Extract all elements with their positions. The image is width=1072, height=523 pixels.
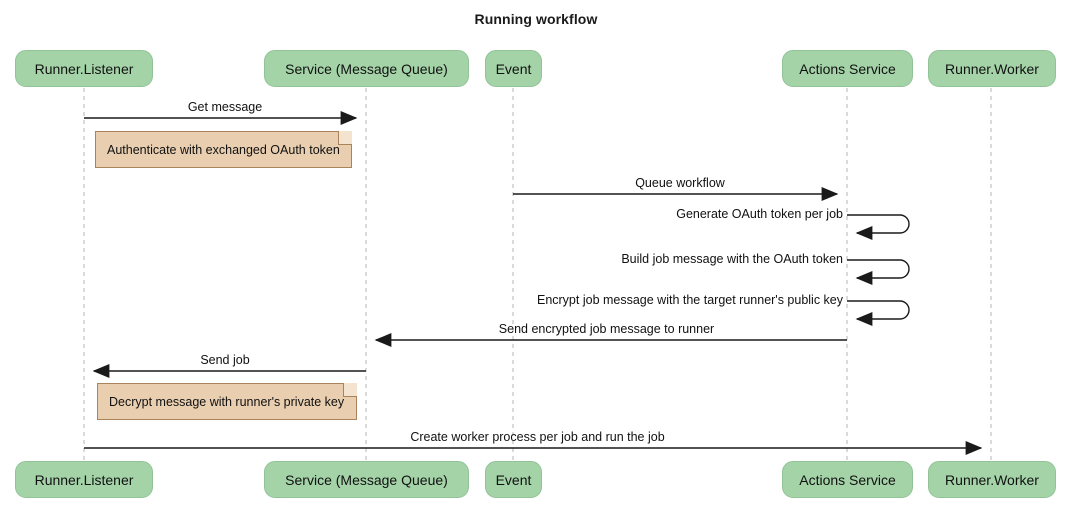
participant-actions-top[interactable]: Actions Service — [782, 50, 913, 87]
note-fold-corner-icon — [343, 383, 357, 397]
participant-label: Event — [495, 471, 532, 488]
participant-label: Actions Service — [799, 60, 896, 77]
self-message-arrow — [847, 300, 910, 326]
participant-label: Service (Message Queue) — [285, 60, 448, 77]
participant-queue-bottom[interactable]: Service (Message Queue) — [264, 461, 469, 498]
page-title: Running workflow — [474, 11, 598, 27]
participant-label: Runner.Worker — [945, 471, 1039, 488]
participant-label: Runner.Listener — [34, 471, 134, 488]
message-label: Encrypt job message with the target runn… — [536, 293, 843, 307]
participant-worker-top[interactable]: Runner.Worker — [928, 50, 1056, 87]
note[interactable]: Authenticate with exchanged OAuth token — [95, 131, 352, 168]
participant-label: Runner.Listener — [34, 60, 134, 77]
participant-actions-bottom[interactable]: Actions Service — [782, 461, 913, 498]
participant-event-bottom[interactable]: Event — [485, 461, 542, 498]
self-message-arrow — [847, 259, 910, 285]
participant-listener-top[interactable]: Runner.Listener — [15, 50, 153, 87]
note-text: Authenticate with exchanged OAuth token — [107, 142, 340, 157]
participant-listener-bottom[interactable]: Runner.Listener — [15, 461, 153, 498]
message-label: Generate OAuth token per job — [676, 207, 843, 221]
messages-group — [84, 111, 983, 455]
message-label: Send job — [200, 353, 250, 367]
message-label: Send encrypted job message to runner — [498, 322, 715, 336]
lifelines-group — [83, 88, 992, 461]
participant-label: Event — [495, 60, 532, 77]
note-fold-corner-icon — [338, 131, 352, 145]
participant-label: Runner.Worker — [945, 60, 1039, 77]
message-label: Build job message with the OAuth token — [621, 252, 843, 266]
note-text: Decrypt message with runner's private ke… — [109, 394, 345, 409]
participant-queue-top[interactable]: Service (Message Queue) — [264, 50, 469, 87]
participant-label: Service (Message Queue) — [285, 471, 448, 488]
participant-label: Actions Service — [799, 471, 896, 488]
note[interactable]: Decrypt message with runner's private ke… — [97, 383, 357, 420]
message-label: Get message — [187, 100, 263, 114]
participant-worker-bottom[interactable]: Runner.Worker — [928, 461, 1056, 498]
message-label: Queue workflow — [635, 176, 725, 190]
message-label: Create worker process per job and run th… — [410, 430, 665, 444]
participant-event-top[interactable]: Event — [485, 50, 542, 87]
self-message-arrow — [847, 214, 910, 240]
